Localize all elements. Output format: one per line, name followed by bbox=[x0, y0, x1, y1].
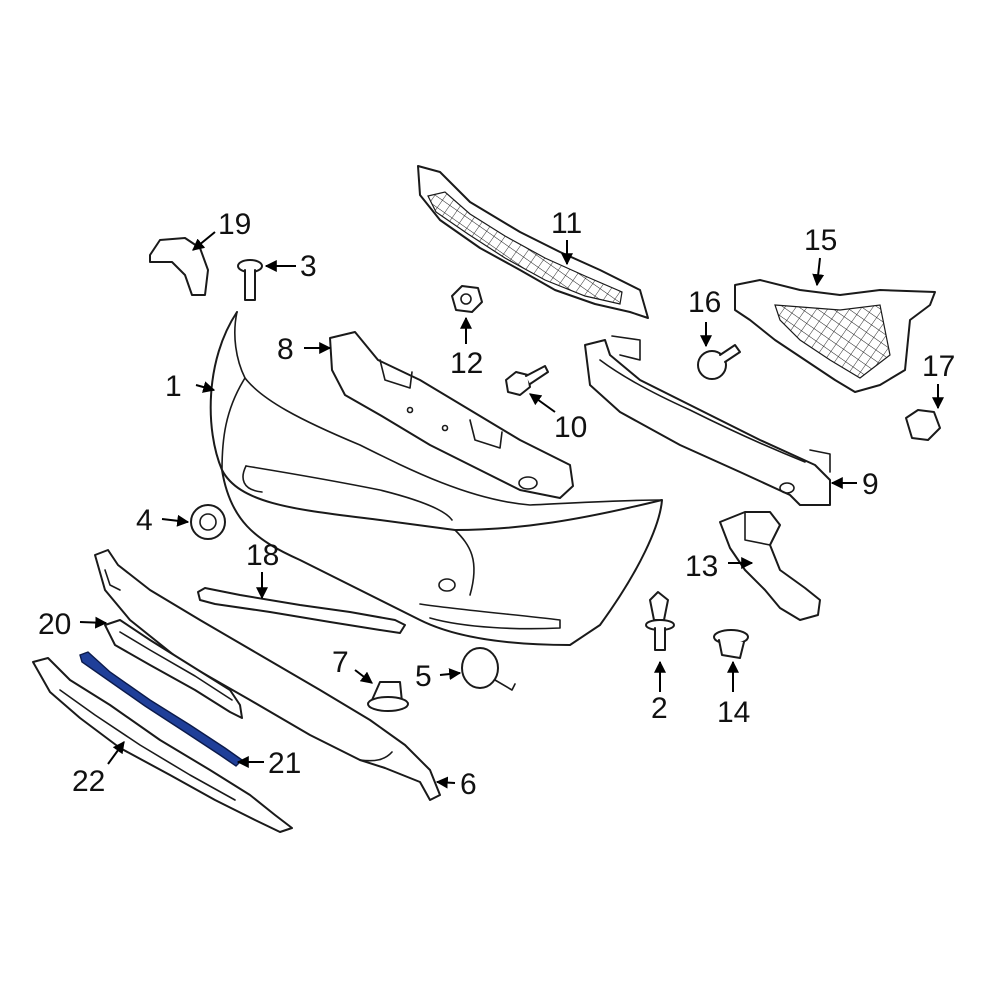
nut-14-part[interactable] bbox=[713, 629, 749, 659]
callout-13: 13 bbox=[685, 550, 718, 583]
callout-20: 20 bbox=[38, 608, 71, 641]
callout-14: 14 bbox=[717, 696, 750, 729]
callout-19: 19 bbox=[218, 208, 251, 241]
leader-arrows bbox=[79, 231, 944, 789]
pushpin-2-part[interactable] bbox=[645, 591, 675, 651]
side-bracket-part[interactable] bbox=[734, 279, 936, 393]
reinforcement-bar-part[interactable] bbox=[584, 335, 831, 506]
nut-17-part[interactable] bbox=[905, 409, 941, 441]
corner-cap-part[interactable] bbox=[149, 237, 209, 296]
bolt-3-part[interactable] bbox=[237, 259, 263, 301]
tow-cover-5-part[interactable] bbox=[461, 647, 516, 691]
callout-15: 15 bbox=[804, 224, 837, 257]
grommet-4-part[interactable] bbox=[190, 504, 226, 540]
callout-16: 16 bbox=[688, 286, 721, 319]
trim-bar-part[interactable] bbox=[197, 587, 406, 634]
callout-10: 10 bbox=[554, 411, 587, 444]
callout-2: 2 bbox=[651, 692, 668, 725]
callout-18: 18 bbox=[246, 539, 279, 572]
callout-6: 6 bbox=[460, 768, 477, 801]
callout-1: 1 bbox=[165, 370, 182, 403]
callout-3: 3 bbox=[300, 250, 317, 283]
upper-support-part[interactable] bbox=[417, 165, 649, 319]
bumper-cover-part[interactable] bbox=[209, 311, 663, 646]
clip-7-part[interactable] bbox=[367, 681, 409, 712]
callout-8: 8 bbox=[277, 333, 294, 366]
callout-5: 5 bbox=[415, 660, 432, 693]
callout-4: 4 bbox=[136, 504, 153, 537]
grille-frame-part[interactable] bbox=[104, 619, 243, 719]
bolt-10-part[interactable] bbox=[505, 365, 549, 396]
callout-12: 12 bbox=[450, 347, 483, 380]
energy-absorber-part[interactable] bbox=[329, 331, 574, 499]
callout-11: 11 bbox=[551, 207, 582, 240]
callout-21: 21 bbox=[268, 747, 301, 780]
bolt-16-part[interactable] bbox=[697, 344, 741, 380]
callout-22: 22 bbox=[72, 765, 105, 798]
nut-12-part[interactable] bbox=[451, 285, 483, 313]
callout-9: 9 bbox=[862, 468, 879, 501]
callout-7: 7 bbox=[332, 646, 349, 679]
skid-plate-part[interactable] bbox=[32, 657, 293, 833]
lower-bracket-part[interactable] bbox=[719, 511, 821, 621]
callout-17: 17 bbox=[922, 350, 955, 383]
